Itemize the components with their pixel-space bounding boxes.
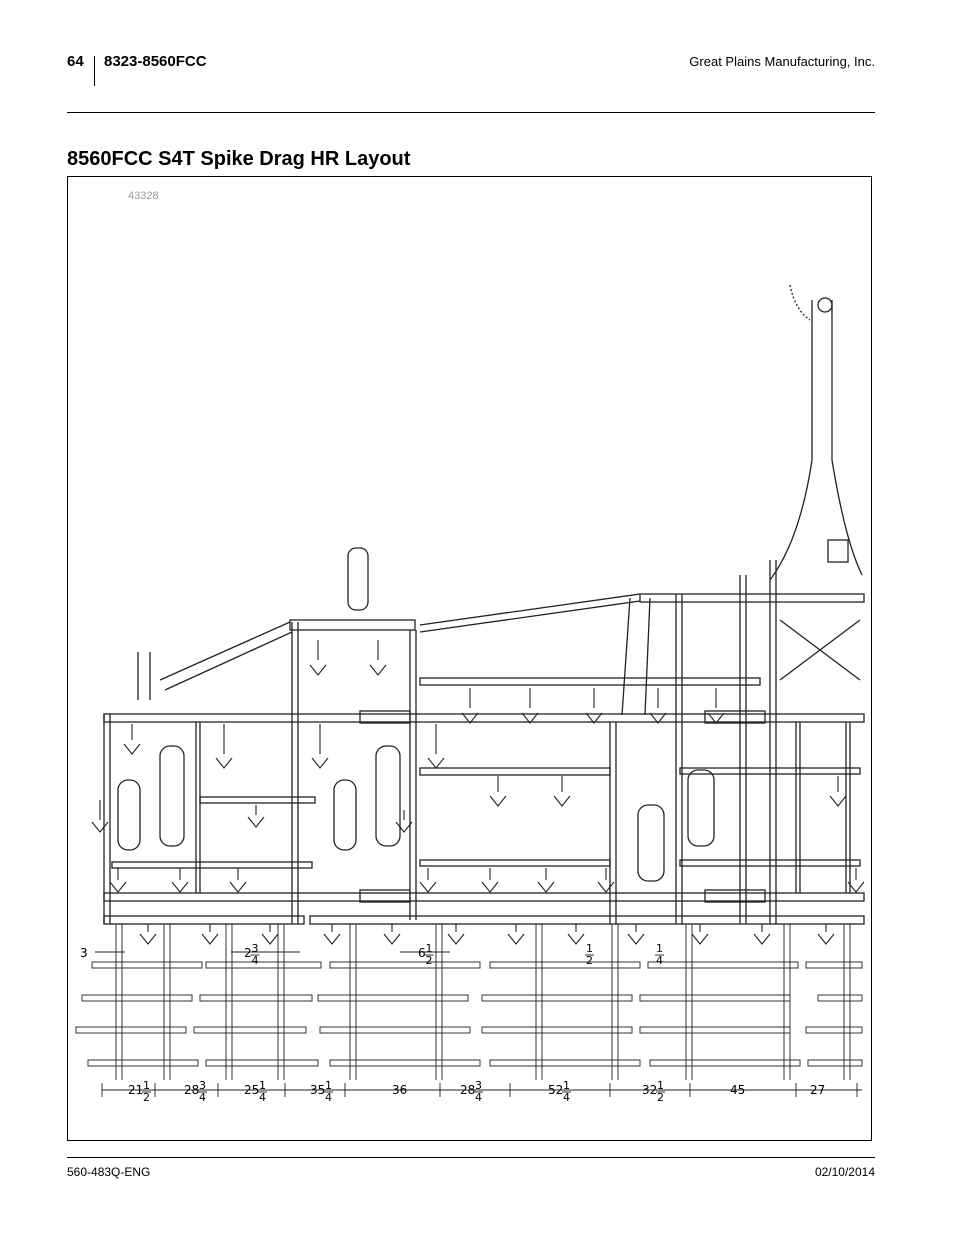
fraction-numerator: 1	[259, 1079, 266, 1092]
offset-label: 2	[244, 946, 252, 960]
fraction-denominator: 4	[252, 954, 259, 967]
spacing-label: 28	[460, 1083, 475, 1097]
figure-id: 43328	[128, 190, 159, 202]
fraction-denominator: 4	[325, 1091, 332, 1104]
fraction-numerator: 3	[475, 1079, 482, 1092]
fraction-denominator: 2	[657, 1091, 664, 1104]
spacing-label: 32	[642, 1083, 657, 1097]
fraction-denominator: 2	[586, 954, 593, 967]
company-name: Great Plains Manufacturing, Inc.	[689, 54, 875, 69]
fraction-denominator: 2	[426, 954, 433, 967]
spacing-label: 45	[730, 1083, 745, 1097]
spacing-label: 52	[548, 1083, 563, 1097]
fraction-denominator: 4	[656, 954, 663, 967]
spike-drag-bars	[75, 961, 863, 1067]
offset-label: 3	[80, 946, 88, 960]
sweep-shanks	[91, 640, 865, 945]
fraction-numerator: 1	[426, 942, 433, 955]
spacing-label: 21	[128, 1083, 143, 1097]
spacing-label: 27	[810, 1083, 825, 1097]
spacing-label: 28	[184, 1083, 199, 1097]
header-divider	[94, 56, 95, 86]
fraction-denominator: 4	[259, 1091, 266, 1104]
fraction-numerator: 1	[563, 1079, 570, 1092]
dimension-lines	[95, 951, 862, 1097]
drag-arms	[115, 924, 851, 1080]
fraction-numerator: 1	[656, 942, 663, 955]
fraction-numerator: 3	[252, 942, 259, 955]
spacing-label: 36	[392, 1083, 407, 1097]
spacing-label: 25	[244, 1083, 259, 1097]
document-number: 560-483Q-ENG	[67, 1165, 151, 1179]
machine-frame-lines	[103, 284, 865, 925]
fraction-numerator: 1	[586, 942, 593, 955]
spacing-dimension-labels: 21 28 25 35 36 28 52 32 45 27 1234141434…	[128, 1079, 825, 1104]
fraction-denominator: 4	[475, 1091, 482, 1104]
figure-frame	[67, 176, 872, 1141]
fraction-numerator: 1	[657, 1079, 664, 1092]
header-rule	[67, 112, 875, 113]
section-title: 8560FCC S4T Spike Drag HR Layout	[67, 148, 411, 170]
offset-label: 6	[418, 946, 426, 960]
model-number: 8323-8560FCC	[104, 53, 207, 70]
page-number: 64	[67, 53, 84, 70]
publication-date: 02/10/2014	[814, 1165, 875, 1179]
footer-rule	[67, 1157, 875, 1158]
fraction-numerator: 1	[325, 1079, 332, 1092]
fraction-denominator: 2	[143, 1091, 150, 1104]
spacing-label: 35	[310, 1083, 325, 1097]
fraction-denominator: 4	[563, 1091, 570, 1104]
fraction-numerator: 3	[199, 1079, 206, 1092]
fraction-numerator: 1	[143, 1079, 150, 1092]
fraction-denominator: 4	[199, 1091, 206, 1104]
